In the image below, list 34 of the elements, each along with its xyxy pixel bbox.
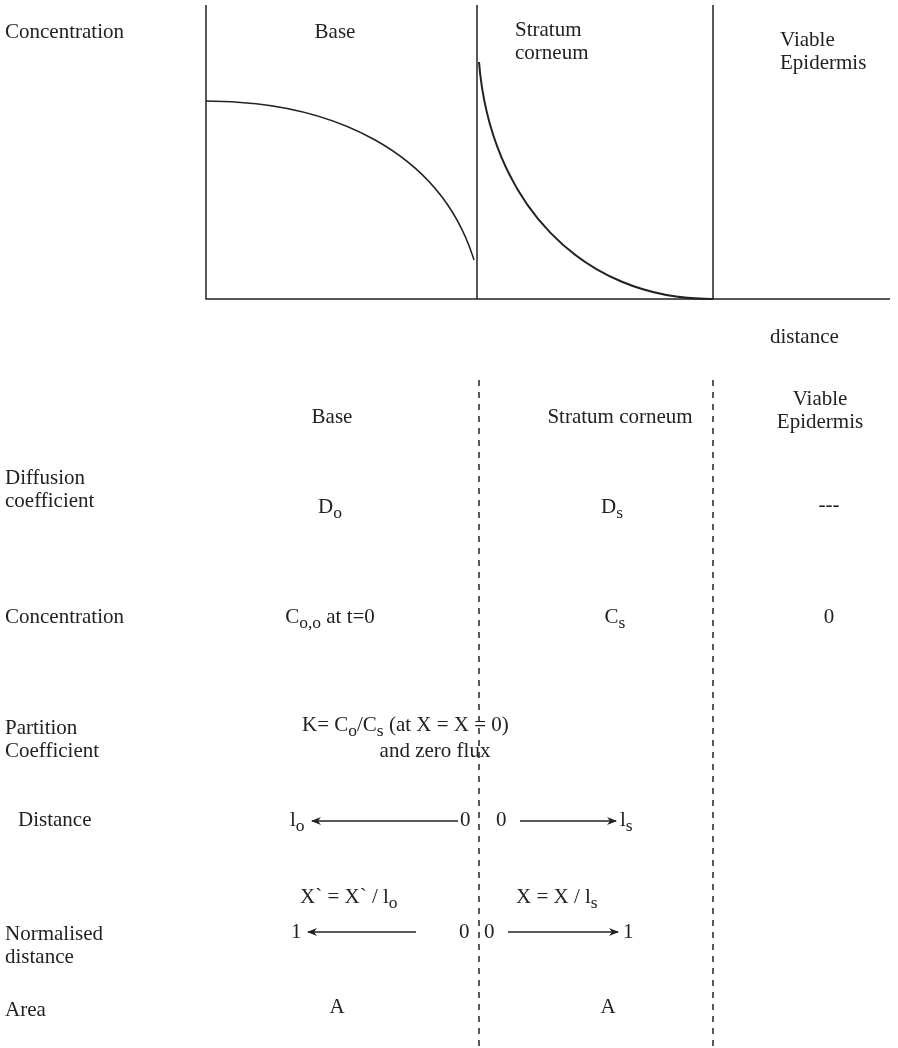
table-value: and zero flux xyxy=(379,739,491,763)
table-value: X` = X` / l$_{o}$ xyxy=(300,885,398,913)
table-value: D$_{s}$ xyxy=(601,495,623,523)
table-value: 0 xyxy=(823,605,835,629)
table-value: D$_{o}$ xyxy=(318,495,342,523)
table-value: C$_{o,o}$ at t=0 xyxy=(285,605,375,633)
table-value: A xyxy=(600,995,616,1019)
table-value: 0 xyxy=(484,920,495,944)
table-value: K= C$_{o}$/C$_{s}$ (at X = X = 0) xyxy=(302,713,509,741)
row-header: Partition Coefficient xyxy=(5,716,101,763)
table-value: l$_{o}$ xyxy=(290,808,305,836)
axis-label: Concentration xyxy=(5,20,124,44)
column-header: Stratum corneum xyxy=(547,405,693,429)
axis-label: distance xyxy=(770,325,839,349)
row-header: Diffusion coefficient xyxy=(5,466,96,513)
table-value: l$_{s}$ xyxy=(620,808,633,836)
region-label: Base xyxy=(314,20,356,44)
table-value: 1 xyxy=(291,920,302,944)
table-value: 0 xyxy=(496,808,507,832)
table-value: --- xyxy=(818,493,840,517)
row-header: Area xyxy=(5,998,46,1022)
table-value: X = X / l$_{s}$ xyxy=(516,885,598,913)
table-value: 0 xyxy=(460,808,471,832)
region-label: Stratum corneum xyxy=(515,18,590,65)
region-label: Viable Epidermis xyxy=(780,28,868,75)
table-value: C$_{s}$ xyxy=(604,605,626,633)
row-header: Distance xyxy=(18,808,92,832)
table-value: A xyxy=(329,995,345,1019)
row-header: Concentration xyxy=(5,605,124,629)
table-value: 1 xyxy=(623,920,634,944)
table-value: 0 xyxy=(459,920,470,944)
column-header: Viable Epidermis xyxy=(775,387,865,434)
row-header: Normalised distance xyxy=(5,922,104,969)
column-header: Base xyxy=(311,405,353,429)
